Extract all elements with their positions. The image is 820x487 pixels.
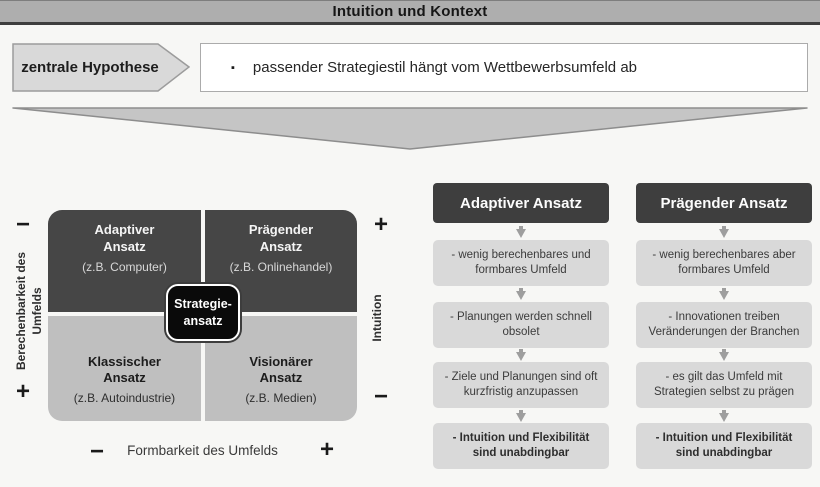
column-header-label: Adaptiver Ansatz — [460, 194, 582, 212]
hypothesis-arrow: zentrale Hypothese — [12, 43, 191, 92]
right-axis-bottom-sign: − — [373, 383, 388, 410]
quadrant-klassischer-ansatz: Klassischer Ansatz (z.B. Autoindustrie) — [48, 316, 201, 421]
list-item: - Intuition und Flexibilität sind unabdi… — [433, 423, 609, 469]
quadrant-title: Visionärer Ansatz — [249, 353, 313, 385]
center-badge-label: Strategie- ansatz — [174, 297, 232, 328]
list-item: - es gilt das Umfeld mit Strategien selb… — [636, 362, 812, 408]
matrix-center-badge: Strategie- ansatz — [166, 284, 240, 341]
hypothesis-label: zentrale Hypothese — [21, 59, 159, 76]
funnel-triangle-icon — [12, 107, 808, 150]
quadrant-title: Prägender Ansatz — [248, 222, 314, 254]
down-arrow-icon — [719, 410, 729, 422]
page-title: Intuition und Kontext — [332, 3, 488, 20]
list-item-text: - Intuition und Flexibilität sind unabdi… — [452, 432, 590, 459]
column-header-adaptiver-ansatz: Adaptiver Ansatz — [433, 183, 609, 223]
quadrant-example: (z.B. Onlinehandel) — [229, 259, 333, 274]
quadrant-example: (z.B. Computer) — [82, 259, 167, 274]
down-arrow-icon — [719, 349, 729, 361]
list-item-text: - wenig berechenbares aber formbares Umf… — [652, 249, 796, 276]
bullet-icon: ▪ — [231, 61, 235, 74]
down-arrow-icon — [516, 226, 526, 238]
left-axis-top-sign: − — [15, 211, 30, 238]
list-item: - Planungen werden schnell obsolet — [433, 302, 609, 348]
right-axis-top-sign: + — [373, 211, 388, 238]
down-arrow-icon — [719, 226, 729, 238]
list-item-text: - Intuition und Flexibilität sind unabdi… — [655, 432, 793, 459]
down-arrow-icon — [516, 349, 526, 361]
column-header-praegender-ansatz: Prägender Ansatz — [636, 183, 812, 223]
hypothesis-text: passender Strategiestil hängt vom Wettbe… — [252, 59, 638, 76]
bottom-axis-label: Formbarkeit des Umfelds — [127, 443, 278, 458]
title-bar: Intuition und Kontext — [0, 0, 820, 25]
down-arrow-icon — [719, 288, 729, 300]
list-item-text: - Planungen werden schnell obsolet — [450, 311, 592, 338]
bottom-axis-right-sign: + — [319, 436, 334, 463]
list-item: - Intuition und Flexibilität sind unabdi… — [636, 423, 812, 469]
down-arrow-icon — [516, 410, 526, 422]
bottom-axis-left-sign: − — [89, 438, 104, 465]
right-axis-label: Intuition — [370, 294, 385, 342]
list-item: - Ziele und Planungen sind oft kurzfrist… — [433, 362, 609, 408]
arrow-shape-icon — [12, 43, 191, 92]
list-item: - Innovationen treiben Veränderungen der… — [636, 302, 812, 348]
quadrant-example: (z.B. Autoindustrie) — [73, 391, 176, 406]
quadrant-title: Klassischer Ansatz — [88, 353, 161, 385]
column-header-label: Prägender Ansatz — [660, 194, 788, 212]
list-item-text: - es gilt das Umfeld mit Strategien selb… — [653, 371, 794, 398]
list-item: - wenig berechenbares und formbares Umfe… — [433, 240, 609, 286]
down-arrow-icon — [516, 288, 526, 300]
left-axis-label: Berechenbarkeit des Umfelds — [14, 251, 44, 371]
list-item: - wenig berechenbares aber formbares Umf… — [636, 240, 812, 286]
list-item-text: - Innovationen treiben Veränderungen der… — [648, 311, 800, 338]
quadrant-title: Adaptiver Ansatz — [94, 222, 155, 254]
quadrant-praegender-ansatz: Prägender Ansatz (z.B. Onlinehandel) — [205, 210, 357, 312]
quadrant-example: (z.B. Medien) — [245, 391, 317, 406]
list-item-text: - wenig berechenbares und formbares Umfe… — [451, 249, 591, 276]
left-axis-bottom-sign: + — [15, 378, 30, 405]
list-item-text: - Ziele und Planungen sind oft kurzfrist… — [444, 371, 598, 398]
hypothesis-box: ▪ passender Strategiestil hängt vom Wett… — [200, 43, 808, 92]
